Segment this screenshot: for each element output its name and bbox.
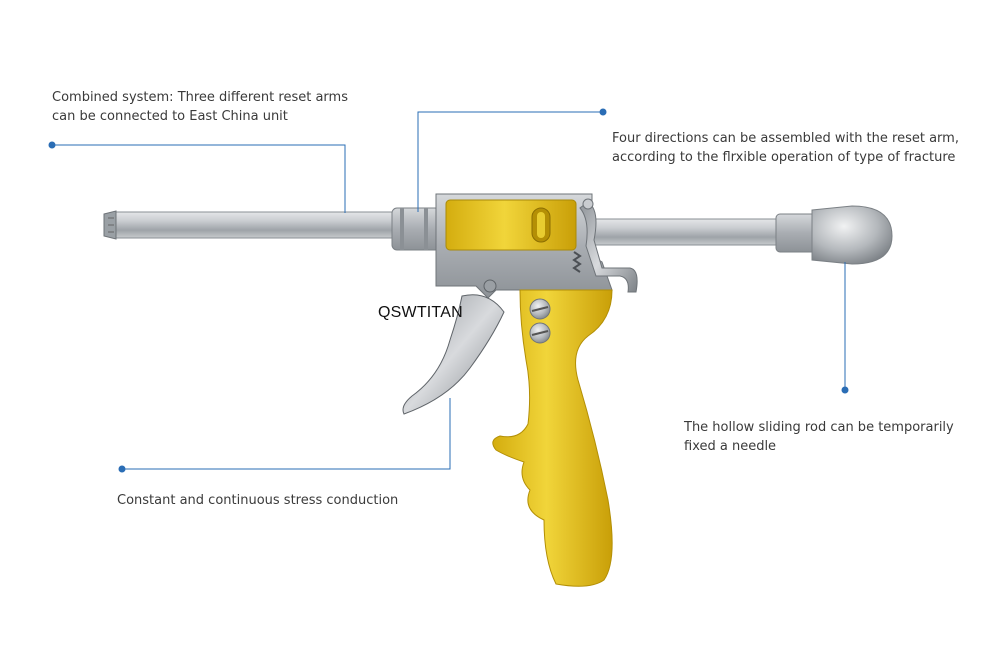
callout-combined-line1: Combined system: Three different reset a…: [52, 90, 348, 105]
callout-combined-line2: can be connected to East China unit: [52, 109, 288, 124]
callout-dot-four-directions: [599, 108, 607, 116]
coupling-collar: [391, 207, 441, 251]
sliding-rod-right: [589, 218, 786, 246]
end-knob: [811, 205, 893, 265]
release-lever: [579, 201, 638, 293]
callout-dot-hollow-rod: [841, 386, 849, 394]
callout-line-stress: [122, 398, 451, 470]
trigger: [402, 294, 505, 415]
callout-combined-system: Combined system: Three different reset a…: [52, 88, 348, 126]
yellow-panel: [445, 199, 577, 251]
callout-line-combined: [52, 144, 346, 213]
callout-stress: Constant and continuous stress conductio…: [117, 491, 398, 510]
callout-four-directions-line1: Four directions can be assembled with th…: [612, 131, 959, 146]
brand-watermark: QSWTITAN: [378, 304, 463, 321]
callout-line-four-directions: [417, 111, 603, 212]
callout-four-directions-line2: according to the flrxible operation of t…: [612, 150, 956, 165]
handle: [492, 289, 613, 587]
callout-dot-stress: [118, 465, 126, 473]
callout-stress-line1: Constant and continuous stress conductio…: [117, 493, 399, 508]
callout-four-directions: Four directions can be assembled with th…: [612, 129, 959, 167]
spring: [572, 251, 582, 273]
callout-hollow-rod-line2: fixed a needle: [684, 439, 777, 454]
reset-rod-left: [111, 211, 403, 239]
callout-dot-combined: [48, 141, 56, 149]
rod-end-collar: [775, 213, 817, 253]
callout-hollow-rod-line1: The hollow sliding rod can be temporaril…: [684, 420, 954, 435]
callout-hollow-rod: The hollow sliding rod can be temporaril…: [684, 418, 954, 456]
